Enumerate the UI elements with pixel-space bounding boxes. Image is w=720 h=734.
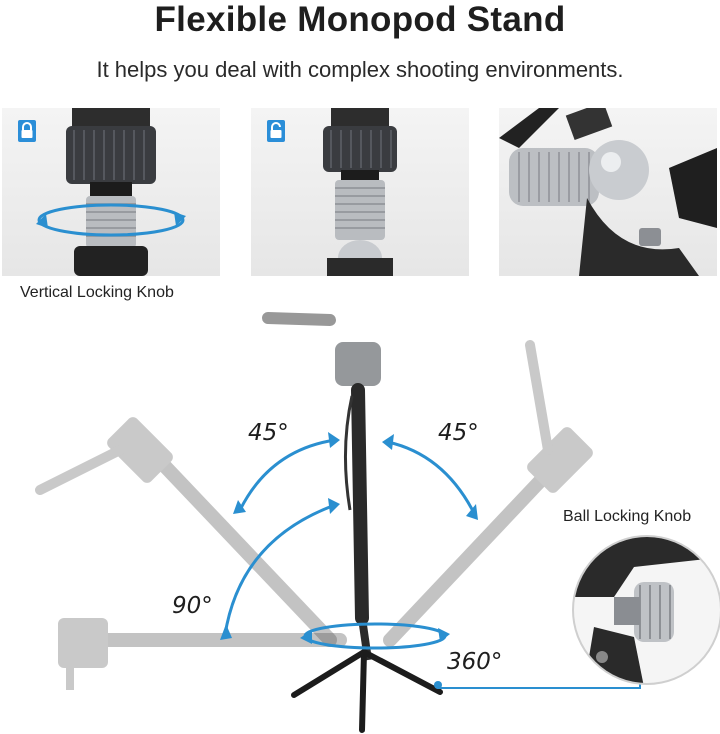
ball-head-illustration bbox=[499, 108, 717, 276]
angle-label-rotation: 360° bbox=[447, 649, 503, 675]
panel-unlocked-knob bbox=[251, 108, 469, 276]
tilt-arcs bbox=[223, 438, 477, 636]
ghost-monopod-horizontal-90 bbox=[58, 618, 347, 690]
page-subtitle: It helps you deal with complex shooting … bbox=[96, 57, 624, 82]
caption-ball-locking-knob: Ball Locking Knob bbox=[563, 508, 692, 525]
caption-vertical-locking-knob: Vertical Locking Knob bbox=[20, 284, 174, 301]
monopod-scene bbox=[35, 312, 641, 733]
monopod-main bbox=[262, 312, 443, 733]
ball-knob-detail bbox=[572, 535, 720, 685]
arc-arrowheads bbox=[220, 432, 478, 640]
page-title: Flexible Monopod Stand bbox=[154, 0, 566, 39]
locked-knob-illustration bbox=[36, 108, 186, 276]
panel-ball-head bbox=[499, 108, 717, 276]
lock-closed-icon bbox=[18, 120, 36, 142]
ghost-monopod-right-45 bbox=[383, 340, 593, 647]
angle-label-left: 45° bbox=[248, 420, 289, 446]
ghost-monopod-left-45 bbox=[35, 417, 337, 647]
angle-label-side: 90° bbox=[172, 593, 213, 619]
ball-knob-detail-illustration bbox=[574, 537, 720, 683]
lock-open-icon bbox=[267, 120, 285, 142]
panel-locked-knob bbox=[2, 108, 220, 276]
unlocked-knob-illustration bbox=[323, 108, 397, 276]
angle-label-right: 45° bbox=[438, 420, 479, 446]
